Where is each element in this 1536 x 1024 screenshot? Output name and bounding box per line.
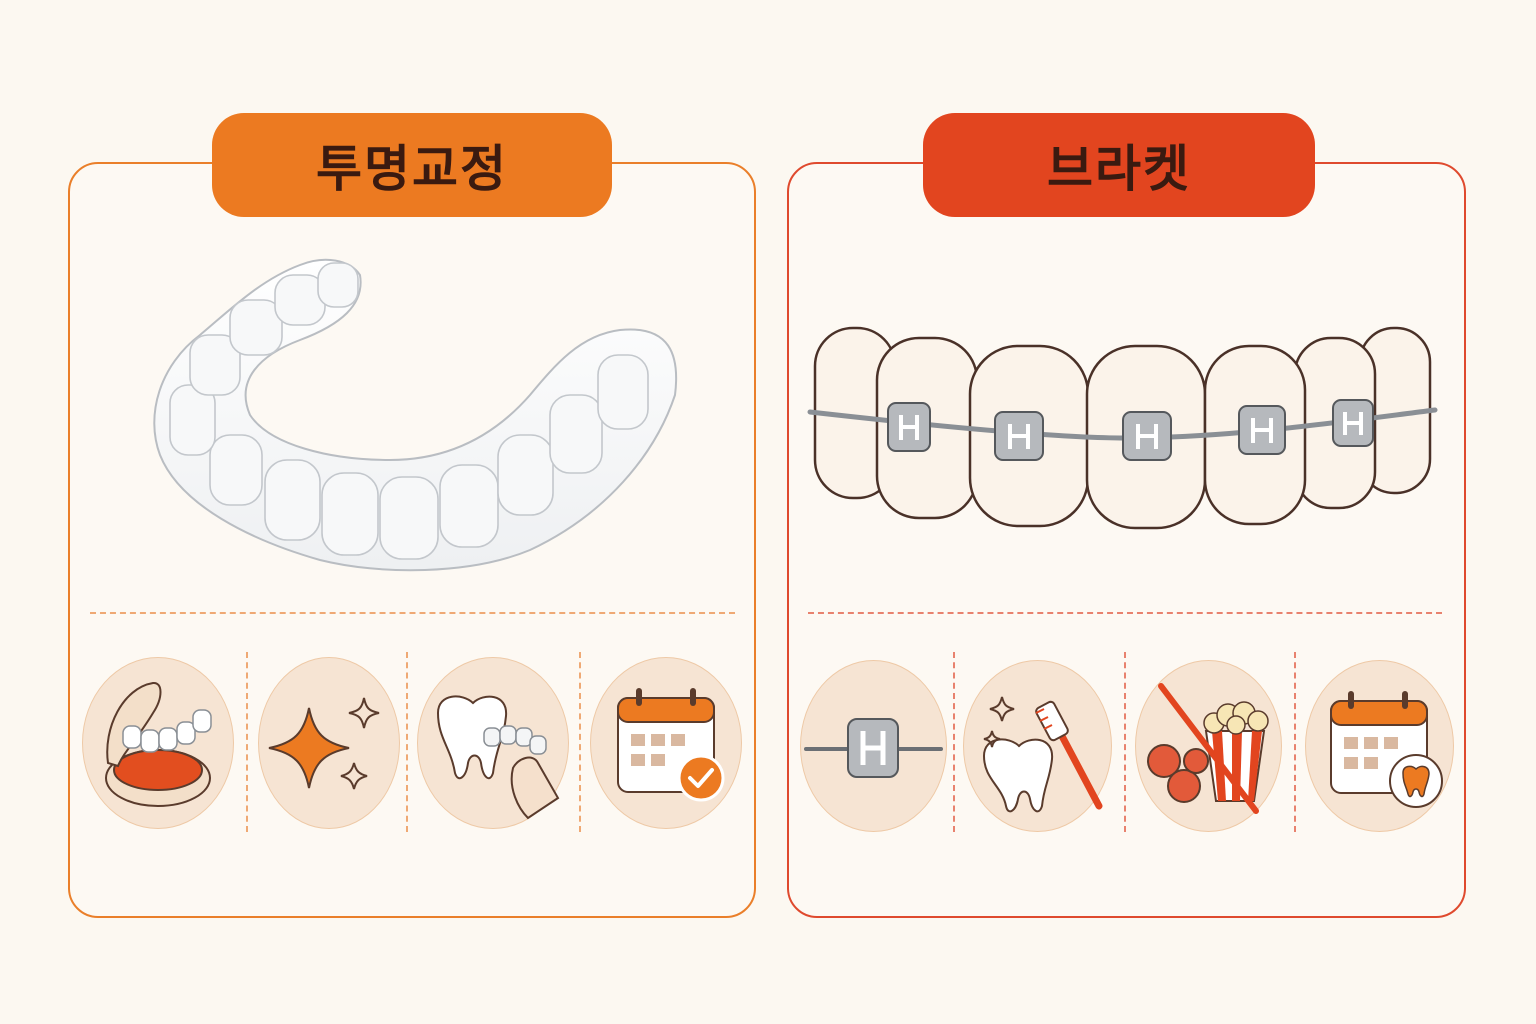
clear-aligner-divider — [90, 612, 735, 614]
no-hard-food-icon — [1135, 660, 1282, 832]
calendar-tooth-icon — [1305, 660, 1454, 832]
bracket-wire-icon — [800, 660, 947, 832]
calendar-check-icon — [590, 657, 742, 829]
aligner-case-icon — [82, 657, 234, 829]
bracket-braces-divider — [808, 612, 1442, 614]
separator — [1294, 652, 1296, 832]
tooth-toothbrush-icon — [963, 660, 1112, 832]
separator — [406, 652, 408, 832]
clear-aligner-title: 투명교정 — [316, 140, 508, 198]
separator — [1124, 652, 1126, 832]
clear-aligner-title-badge: 투명교정 — [212, 113, 612, 217]
tooth-aligner-icon — [417, 657, 569, 829]
sparkle-icon — [258, 657, 400, 829]
bracket-braces-illustration — [807, 326, 1438, 530]
separator — [953, 652, 955, 832]
bracket-braces-title: 브라켓 — [1047, 140, 1191, 198]
clear-aligner-illustration — [153, 258, 678, 572]
bracket-braces-title-badge: 브라켓 — [923, 113, 1315, 217]
separator — [579, 652, 581, 832]
separator — [246, 652, 248, 832]
